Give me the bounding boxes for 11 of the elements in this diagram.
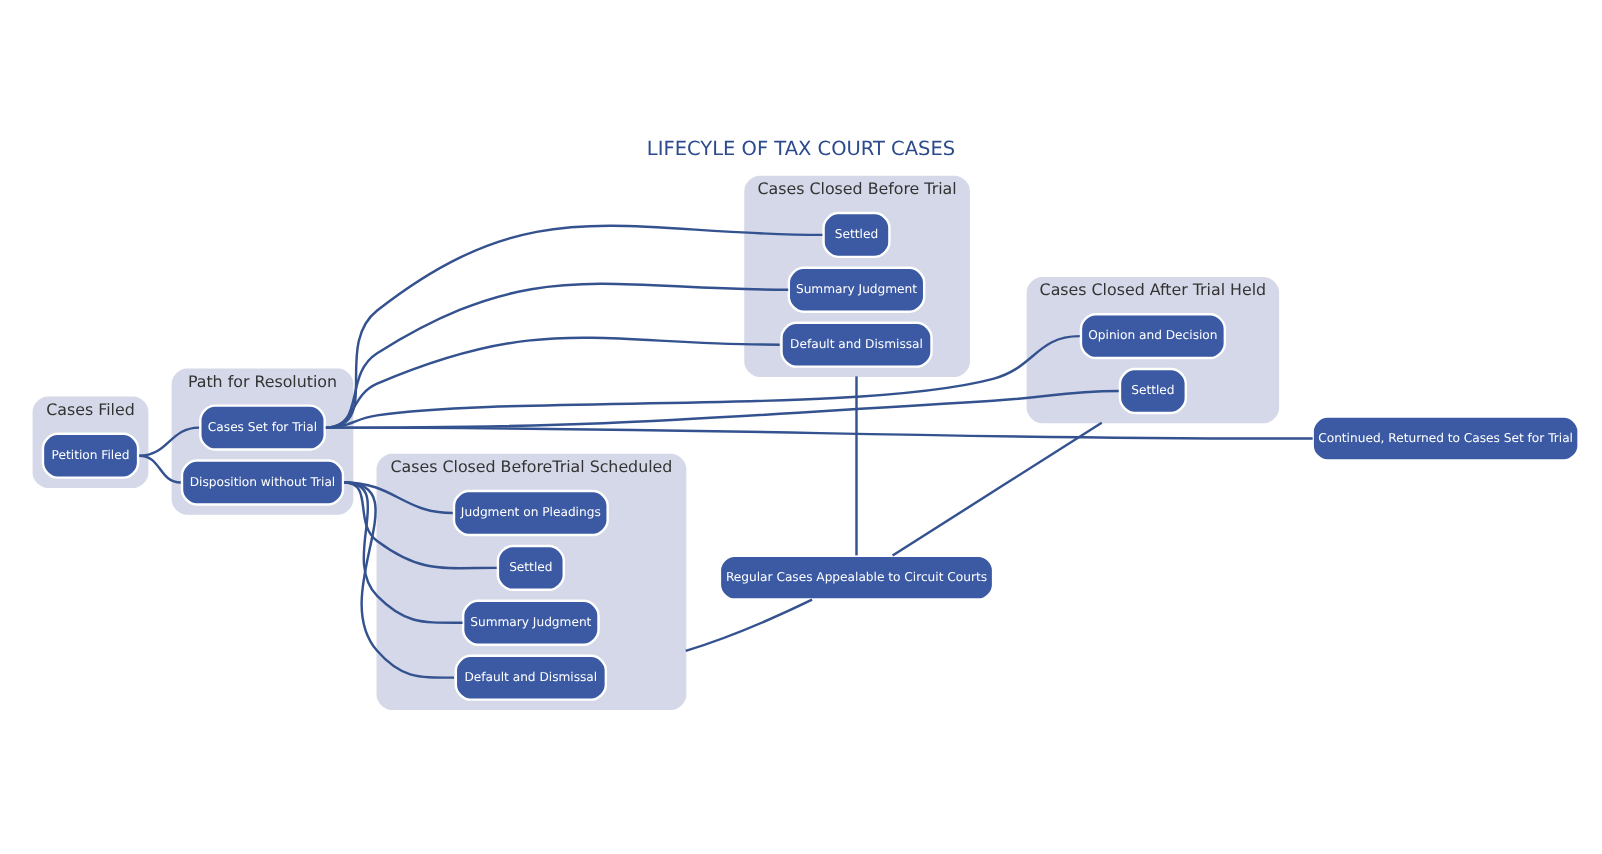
connector (344, 481, 497, 570)
connector (344, 481, 453, 515)
diagram-title: LIFECYLE OF TAX COURT CASES (646, 139, 956, 162)
connector (139, 454, 181, 484)
connector (891, 421, 1103, 557)
connector (344, 481, 454, 679)
connector (855, 376, 858, 556)
connector (685, 598, 813, 652)
connector (344, 481, 463, 624)
connector (325, 426, 1313, 440)
connector (139, 426, 200, 457)
